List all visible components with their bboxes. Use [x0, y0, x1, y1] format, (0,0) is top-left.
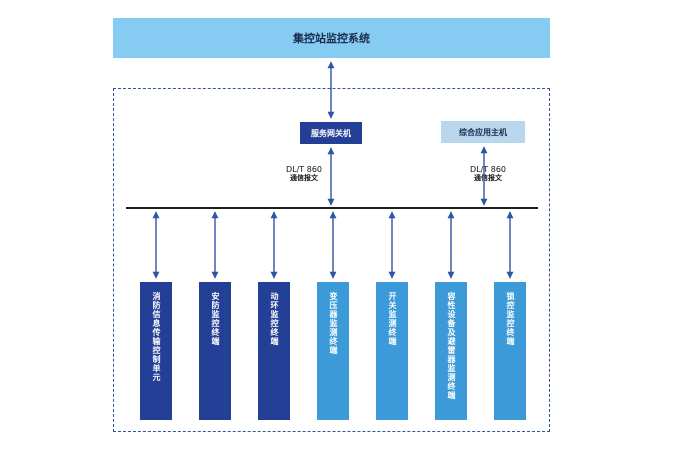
gateway-box: 服务网关机 [300, 122, 362, 144]
protocol-right-line2: 通信报文 [474, 174, 502, 182]
terminal-label: 锁控监控终端 [506, 292, 515, 346]
protocol-label-right: DL/T 860 通信报文 [462, 165, 514, 183]
app-host-label: 综合应用主机 [459, 127, 507, 137]
protocol-label-left: DL/T 860 通信报文 [278, 165, 330, 183]
communication-bus [126, 207, 538, 209]
terminal-switch: 开关监测终端 [376, 282, 408, 420]
app-host-box: 综合应用主机 [441, 121, 525, 143]
terminal-security: 安防监控终端 [199, 282, 231, 420]
terminal-label: 开关监测终端 [388, 292, 397, 346]
terminal-lock: 锁控监控终端 [494, 282, 526, 420]
protocol-left-line1: DL/T 860 [285, 165, 322, 174]
terminal-label: 动环监控终端 [270, 292, 279, 346]
protocol-right-line1: DL/T 860 [469, 165, 506, 174]
terminal-label: 安防监控终端 [211, 292, 220, 346]
system-title-bar: 集控站监控系统 [113, 18, 550, 58]
system-title: 集控站监控系统 [293, 32, 370, 45]
protocol-left-line2: 通信报文 [290, 174, 318, 182]
terminal-capacitive: 容性设备及避雷器监测终端 [435, 282, 467, 420]
terminal-transformer: 变压器监测终端 [317, 282, 349, 420]
terminal-fire: 消防信息传输控制单元 [140, 282, 172, 420]
terminal-label: 变压器监测终端 [329, 292, 338, 355]
terminal-label: 容性设备及避雷器监测终端 [447, 292, 456, 400]
terminal-environment: 动环监控终端 [258, 282, 290, 420]
gateway-label: 服务网关机 [311, 128, 351, 138]
terminal-label: 消防信息传输控制单元 [152, 292, 161, 382]
